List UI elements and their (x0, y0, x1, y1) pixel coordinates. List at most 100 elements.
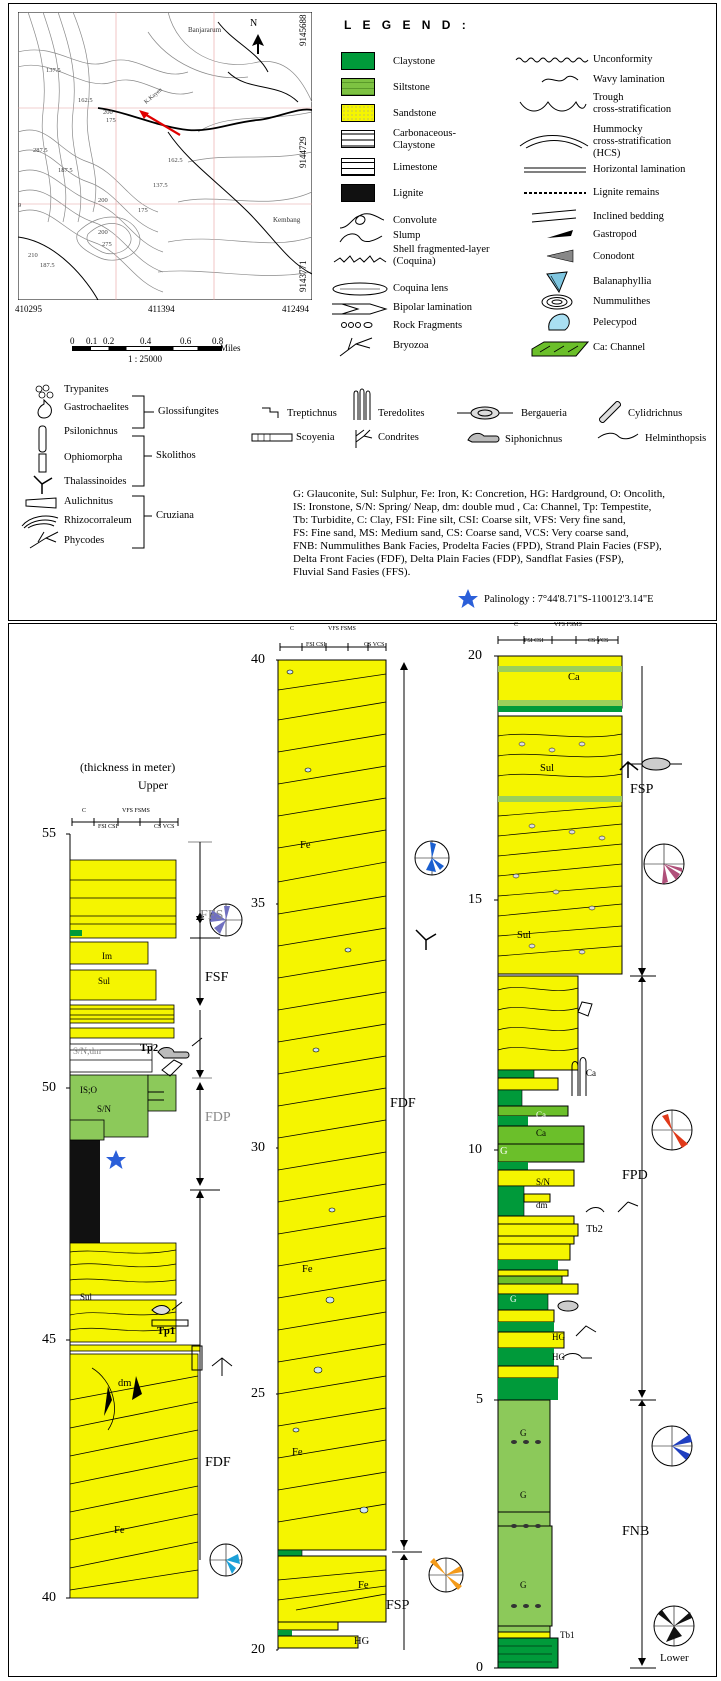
legend-horizontal: Horizontal lamination (593, 164, 686, 175)
scale-ratio: 1 : 25000 (128, 354, 163, 364)
horizontal-lamination-icon (524, 167, 586, 173)
ichno-teredolites: Teredolites (378, 408, 425, 419)
col2-tick: 40 (251, 652, 265, 667)
col1-grain-scale (71, 818, 179, 826)
ichno-group-glossifungites: Glossifungites (158, 406, 219, 417)
wavy-lamination-icon (541, 75, 579, 83)
col1-label-fe: Fe (114, 1525, 125, 1536)
ichno-phycodes: Phycodes (64, 535, 105, 546)
map-y-coord-3: 9143771 (298, 260, 308, 293)
map-y-coord-1: 9145688 (298, 14, 308, 47)
svg-text:200: 200 (98, 197, 108, 204)
abbrev-line: Tb: Turbidite, C: Clay, FSI: Fine silt, … (293, 514, 626, 526)
col3-label-tb2: Tb2 (586, 1224, 603, 1235)
palinology-label: Palinology : 7°44'8.71"S-110012'3.14"E (484, 594, 654, 605)
lignite-swatch (341, 184, 375, 202)
location-map: N Banjararum Kembang K.Kayen 137.5 162.5… (18, 12, 312, 300)
map-x-coord-1: 410295 (15, 304, 42, 314)
bryozoa-icon (339, 337, 373, 357)
col3-scale-bottom: FSI CSI (524, 638, 544, 644)
col3-tick: 5 (476, 1392, 483, 1407)
svg-text:162.5: 162.5 (168, 157, 183, 164)
col3-label-sn: S/N (536, 1177, 551, 1187)
col3-label-hg: HG (552, 1352, 565, 1362)
col1-scale-bottom: FSI CSI (98, 824, 118, 830)
ophiomorpha-icon (38, 453, 47, 473)
legend-claystone: Claystone (393, 56, 435, 67)
col2-tick: 30 (251, 1140, 265, 1155)
col3-label-hg: HG (552, 1332, 565, 1342)
scale-tick: 0.8 (212, 336, 224, 346)
col3-label-g: G (520, 1428, 527, 1438)
map-x-coord-3: 412494 (282, 304, 309, 314)
svg-text:187.5: 187.5 (58, 167, 73, 174)
svg-text:200: 200 (98, 229, 108, 236)
svg-text:287.5: 287.5 (33, 147, 48, 154)
ichno-thalassinoides: Thalassinoides (64, 476, 127, 487)
nummulithes-icon (541, 294, 573, 310)
legend-conodont: Conodont (593, 251, 635, 262)
hcs-icon (519, 135, 589, 149)
ichno-aulichnitus: Aulichnitus (64, 496, 113, 507)
col3-facies-fnb: FNB (622, 1524, 650, 1539)
thickness-label: (thickness in meter) (80, 760, 176, 774)
col3-facies-fpd: FPD (622, 1168, 648, 1183)
legend-hcs: Hummocky cross-stratification (HCS) (593, 124, 672, 160)
scale-tick: 0 (70, 336, 75, 346)
col3-tick: 15 (468, 892, 482, 907)
abbrev-line: FNB: Nummulithes Bank Facies, Prodelta F… (293, 540, 662, 552)
svg-text:200: 200 (103, 109, 113, 116)
col3-scale-top2: VFS FSMS (554, 622, 582, 628)
scale-tick: 0.2 (103, 336, 115, 346)
legend-inclined: Inclined bedding (593, 211, 664, 222)
scale-unit: Miles (220, 343, 241, 353)
abbrev-line: G: Glauconite, Sul: Sulphur, Fe: Iron, K… (293, 488, 665, 500)
ichno-group-skolithos: Skolithos (156, 450, 196, 461)
legend-lignite-remains: Lignite remains (593, 187, 660, 198)
col3-label-ca: Ca (536, 1128, 546, 1138)
bipolar-lamination-icon (332, 303, 388, 315)
ichno-rhizocorraleum: Rhizocorraleum (64, 515, 132, 526)
col1-label-dm: dm (118, 1378, 132, 1389)
psilonichnus-icon (38, 425, 47, 453)
col1-label-tp2: Tp2 (140, 1043, 159, 1054)
svg-text:N: N (250, 18, 257, 29)
coquina-icon (333, 255, 387, 263)
legend-convolute: Convolute (393, 215, 437, 226)
col2-scale-bottom2: CS VCS (364, 642, 385, 648)
gastrochaelites-icon (37, 398, 52, 419)
abbrev-line: FS: Fine sand, MS: Medium sand, CS: Coar… (293, 527, 629, 539)
col1-label-sn: S/N;dm (73, 1046, 102, 1056)
col2-facies-fdf: FDF (390, 1096, 416, 1111)
slump-icon (339, 233, 383, 243)
col3-label-sul: Sul (540, 763, 555, 774)
coquina-lens-icon (332, 282, 388, 296)
treptichnus-icon (262, 407, 279, 418)
lignite-remains-icon (524, 192, 586, 194)
ichno-brackets (132, 395, 154, 549)
scale-tick: 0.6 (180, 336, 192, 346)
ichno-siphonichnus: Siphonichnus (505, 434, 563, 445)
unconformity-icon (515, 57, 589, 63)
svg-text:175: 175 (138, 207, 148, 214)
col3-label-tb1: Tb1 (560, 1630, 575, 1640)
col1-tick: 50 (42, 1080, 56, 1095)
legend-coquina: Shell fragmented-layer (Coquina) (393, 244, 490, 268)
col2-scale-top2: VFS FSMS (328, 626, 356, 632)
legend-sandstone: Sandstone (393, 108, 437, 119)
legend-balanophyllia: Balanaphyllia (593, 276, 652, 287)
inclined-bedding-icon (531, 209, 577, 223)
pelecypod-icon (548, 313, 570, 331)
legend-trough: Trough cross-stratification (593, 92, 672, 116)
legend-siltstone: Siltstone (393, 82, 430, 93)
column-2 (276, 659, 464, 1651)
abbrev-line: IS: Ironstone, S/N: Spring/ Neap, dm: do… (293, 501, 652, 513)
col1-label-sul2: Sul (80, 1292, 93, 1302)
claystone-swatch (341, 52, 375, 70)
col2-label-fe: Fe (300, 840, 311, 851)
legend-title: L E G E N D : (344, 18, 470, 32)
carbonaceous-swatch (341, 130, 375, 148)
col1-label-is: IS;O (80, 1085, 98, 1095)
col3-label-ca: Ca (536, 1092, 546, 1102)
col2-label-fe: Fe (358, 1580, 369, 1591)
